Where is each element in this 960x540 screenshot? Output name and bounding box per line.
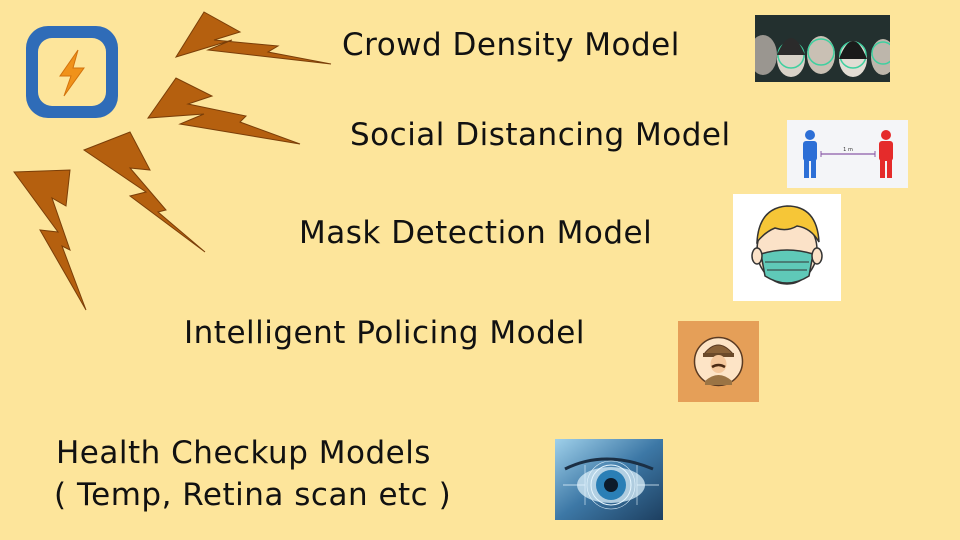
lightning-bolts [13, 11, 332, 311]
mask-detection-thumbnail [733, 194, 841, 301]
mask-detection-label: Mask Detection Model [299, 215, 653, 251]
health-checkup-label: Health Checkup Models [56, 435, 431, 471]
social-distancing-thumbnail: 1 m [787, 120, 908, 188]
lightning-bolt-icon [82, 131, 206, 253]
social-distancing-label: Social Distancing Model [350, 117, 731, 153]
intelligent-policing-label: Intelligent Policing Model [184, 315, 585, 351]
crowd-density-thumbnail [755, 15, 890, 82]
police-officer-icon [678, 321, 759, 402]
retina-scan-icon [555, 439, 663, 520]
crowd-density-label: Crowd Density Model [342, 27, 680, 63]
app-logo-inner [38, 38, 106, 106]
health-checkup-thumbnail [555, 439, 663, 520]
distance-label: 1 m [843, 147, 853, 153]
app-logo [26, 26, 118, 118]
health-checkup-sublabel: ( Temp, Retina scan etc ) [54, 477, 452, 513]
lightning-bolt-icon [13, 169, 87, 311]
social-distance-icon: 1 m [787, 120, 908, 188]
app-lightning-icon [59, 49, 85, 97]
lightning-bolt-icon [146, 77, 301, 145]
intelligent-policing-thumbnail [678, 321, 759, 402]
crowd-faces-icon [755, 15, 890, 82]
masked-face-icon [733, 194, 841, 301]
lightning-bolt-icon [174, 11, 332, 65]
